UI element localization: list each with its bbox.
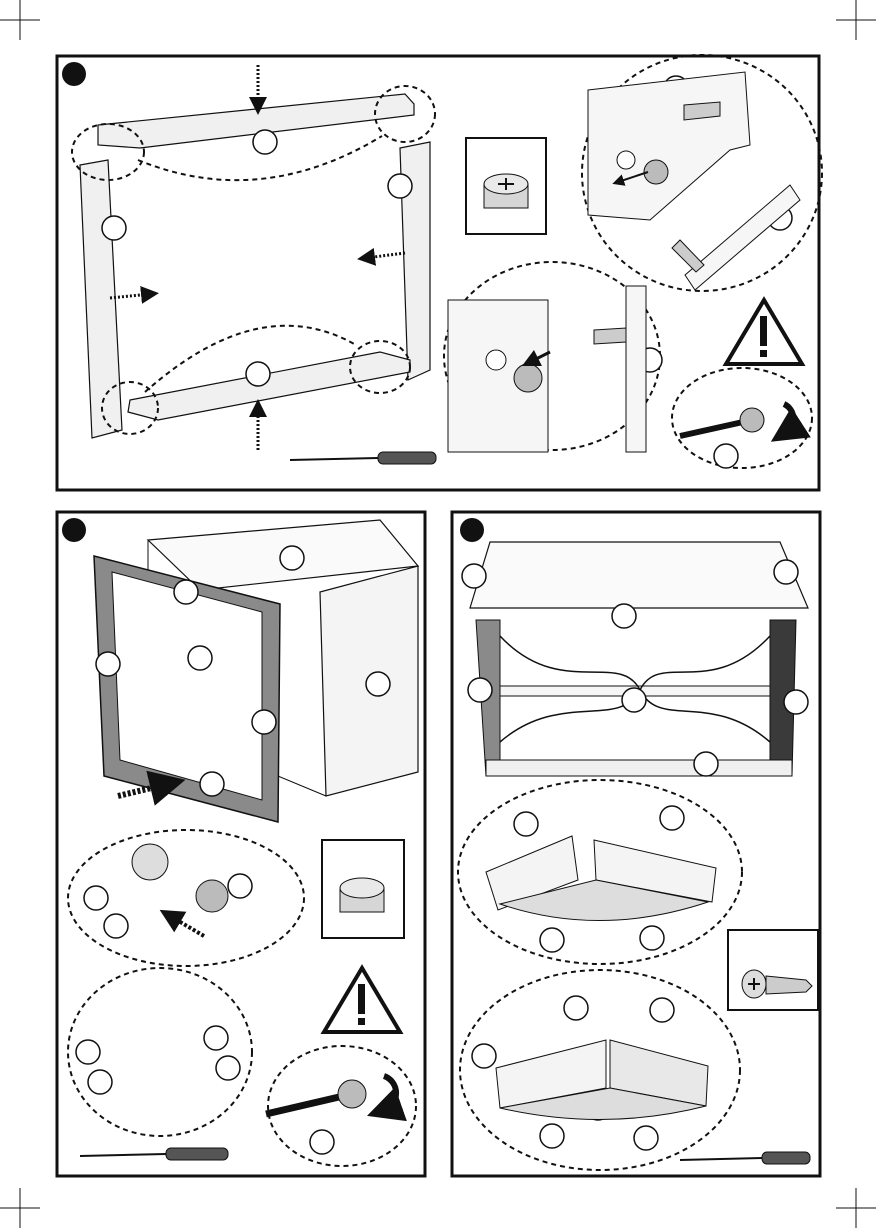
step-2-marker bbox=[62, 518, 86, 542]
cam-lock-icon bbox=[484, 174, 528, 208]
screw-box bbox=[728, 930, 818, 1010]
panel-step-3 bbox=[452, 512, 820, 1176]
step-1-marker bbox=[62, 62, 86, 86]
cam-lock-icon bbox=[340, 878, 384, 912]
panel-step-1 bbox=[57, 55, 822, 490]
cabinet-back bbox=[470, 542, 808, 608]
panel-step-2 bbox=[57, 512, 425, 1176]
step-3-marker bbox=[460, 518, 484, 542]
